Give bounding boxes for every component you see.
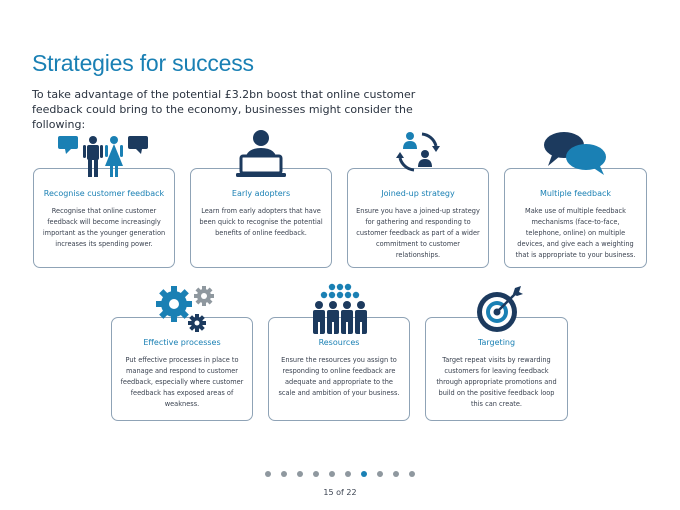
pagination-dot[interactable] <box>313 471 319 477</box>
target-icon <box>477 286 523 332</box>
pagination-dot[interactable] <box>329 471 335 477</box>
card-resources: Resources Ensure the resources you assig… <box>268 317 410 421</box>
card-title: Recognise customer feedback <box>43 189 165 198</box>
card-recognise-customer-feedback: Recognise customer feedback Recognise th… <box>33 168 175 268</box>
page-title: Strategies for success <box>32 50 254 76</box>
card-joined-up-strategy: Joined-up strategy Ensure you have a joi… <box>347 168 489 268</box>
card-text: Make use of multiple feedback mechanisms… <box>515 207 636 259</box>
card-effective-processes: Effective processes Put effective proces… <box>111 317 253 421</box>
card-text: Put effective processes in place to mana… <box>120 356 244 408</box>
card-title: Targeting <box>477 338 516 347</box>
pagination-dot[interactable] <box>265 471 271 477</box>
people-speech-icon <box>58 136 148 177</box>
speech-bubbles-icon <box>544 132 606 175</box>
team-icon <box>313 283 367 334</box>
pagination-dot[interactable] <box>409 471 415 477</box>
page-number: 15 of 22 <box>323 488 357 497</box>
card-text: Target repeat visits by rewarding custom… <box>436 356 557 408</box>
cycle-people-icon <box>396 132 440 172</box>
card-text: Ensure you have a joined-up strategy for… <box>356 207 480 259</box>
card-text: Recognise that online customer feedback … <box>42 207 166 248</box>
gears-icon <box>156 286 214 332</box>
intro-text: To take advantage of the potential £3.2b… <box>32 88 416 131</box>
card-title: Effective processes <box>143 338 221 347</box>
card-title: Multiple feedback <box>539 189 612 198</box>
pagination-dot[interactable] <box>345 471 351 477</box>
pagination-dot[interactable] <box>393 471 399 477</box>
card-targeting: Targeting Target repeat visits by reward… <box>425 317 568 421</box>
pagination-dot-active[interactable] <box>361 471 367 477</box>
pagination-dot[interactable] <box>297 471 303 477</box>
person-laptop-icon <box>236 130 286 177</box>
card-text: Learn from early adopters that have been… <box>199 207 323 237</box>
pagination-dots <box>0 471 680 477</box>
card-text: Ensure the resources you assign to respo… <box>278 356 400 397</box>
card-multiple-feedback: Multiple feedback Make use of multiple f… <box>504 168 647 268</box>
card-title: Joined-up strategy <box>381 189 455 198</box>
card-early-adopters: Early adopters Learn from early adopters… <box>190 168 332 268</box>
card-title: Early adopters <box>231 189 291 198</box>
card-title: Resources <box>318 338 360 347</box>
pagination-dot[interactable] <box>377 471 383 477</box>
pagination-dot[interactable] <box>281 471 287 477</box>
